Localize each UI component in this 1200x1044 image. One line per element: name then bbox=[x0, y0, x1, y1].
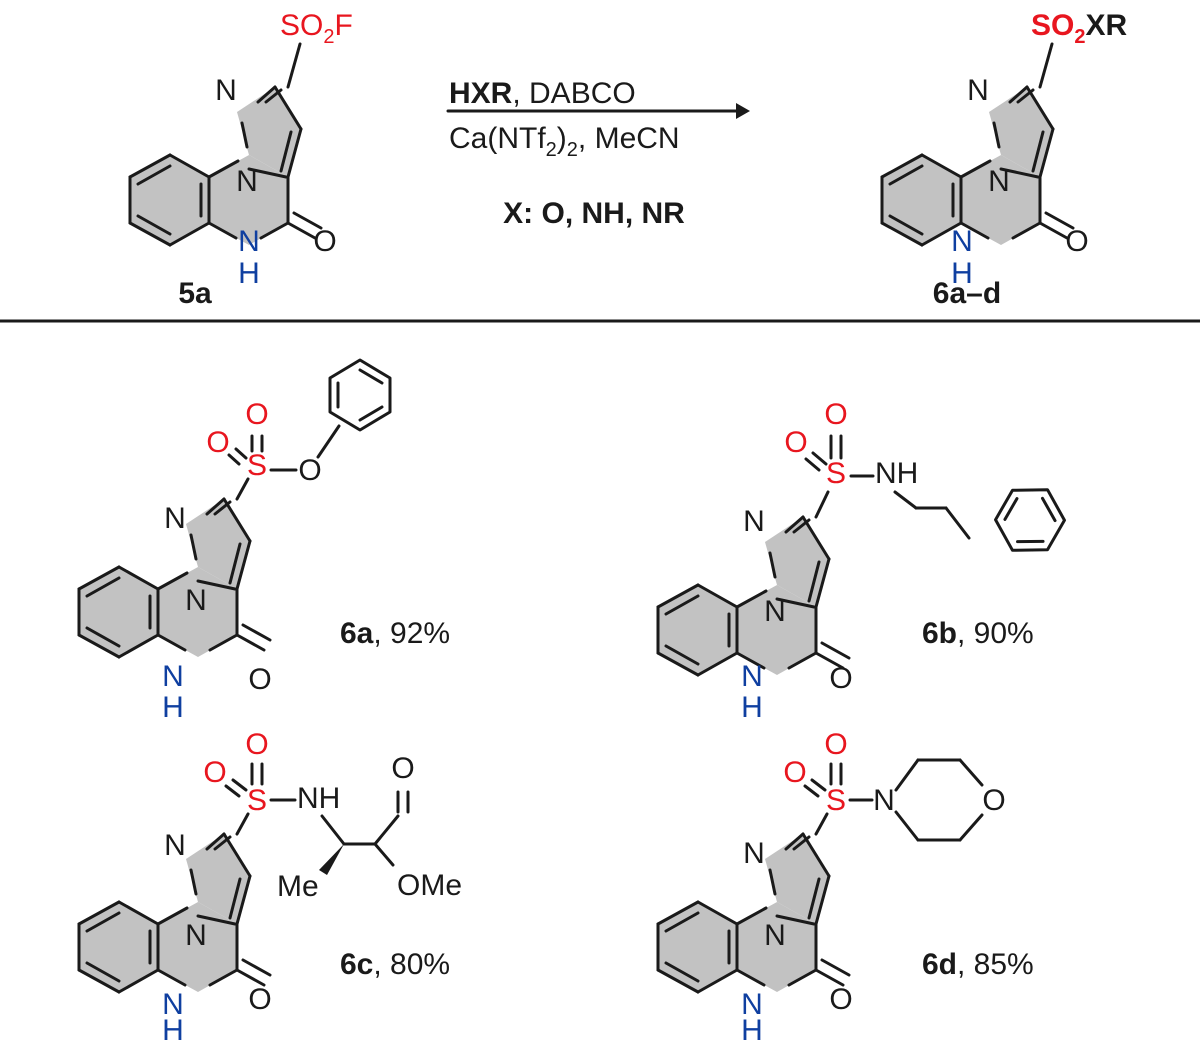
n9-atom-label: N bbox=[988, 165, 1010, 198]
carbonyl-o-label: O bbox=[1065, 225, 1088, 258]
sulfonyl-xr-group: SO2XR bbox=[1031, 9, 1127, 48]
stereo-wedge bbox=[319, 844, 344, 875]
starting-material-5a: N N N H O SO2F 5a bbox=[128, 9, 353, 310]
carbonyl-o-label: O bbox=[248, 663, 271, 696]
sulfur-atom-label: S bbox=[826, 784, 846, 817]
sulfonyl-o-label: O bbox=[784, 426, 807, 459]
h5-atom-label: H bbox=[741, 691, 763, 724]
scope-note: X: O, NH, NR bbox=[503, 197, 685, 230]
sulfonyl-o-label: O bbox=[245, 398, 268, 431]
n1-atom-label: N bbox=[967, 74, 989, 107]
product-6d: N N N H O S O O N O 6d, 85% bbox=[656, 728, 1034, 1044]
n5-atom-label: N bbox=[238, 225, 260, 258]
phenyl-ring bbox=[985, 473, 1075, 567]
methoxy-label: OMe bbox=[397, 869, 462, 902]
product-6a: N N N H O S O O O 6a, 92% bbox=[77, 358, 450, 724]
morpholine-o-label: O bbox=[982, 784, 1005, 817]
n1-atom-label: N bbox=[743, 837, 765, 870]
general-product-6a-d: N N N H O SO2XR 6a–d bbox=[880, 9, 1127, 310]
ester-carbonyl-o-label: O bbox=[391, 752, 414, 785]
sulfonyl-o-label: O bbox=[245, 728, 268, 761]
nh-label: NH bbox=[297, 782, 340, 815]
h5-atom-label: H bbox=[741, 1014, 763, 1044]
morpholine-n-label: N bbox=[873, 784, 895, 817]
reaction-arrow: HXR, DABCO Ca(NTf2)2, MeCN X: O, NH, NR bbox=[446, 77, 750, 230]
h5-atom-label: H bbox=[162, 1014, 184, 1044]
ester-o-label: O bbox=[298, 454, 321, 487]
compound-label-5a: 5a bbox=[178, 277, 212, 310]
n5-atom-label: N bbox=[741, 988, 763, 1021]
n1-atom-label: N bbox=[164, 502, 186, 535]
sulfonyl-o-label: O bbox=[783, 756, 806, 789]
n5-atom-label: N bbox=[162, 660, 184, 693]
sulfur-atom-label: S bbox=[247, 784, 267, 817]
phenyl-ring bbox=[328, 358, 392, 432]
n1-atom-label: N bbox=[743, 505, 765, 538]
reagent-line: HXR, DABCO bbox=[449, 77, 636, 110]
n9-atom-label: N bbox=[236, 165, 258, 198]
sulfur-atom-label: S bbox=[826, 457, 846, 490]
n1-atom-label: N bbox=[164, 829, 186, 862]
n9-atom-label: N bbox=[764, 919, 786, 952]
n1-atom-label: N bbox=[215, 74, 237, 107]
carbonyl-o-label: O bbox=[829, 983, 852, 1016]
product-6c: N N N H O S O O NH Me O OMe 6c, 80% bbox=[77, 728, 462, 1044]
h5-atom-label: H bbox=[951, 257, 973, 290]
compound-label-6b: 6b, 90% bbox=[922, 617, 1034, 650]
carbonyl-o-label: O bbox=[313, 225, 336, 258]
sulfur-atom-label: S bbox=[247, 449, 267, 482]
n9-atom-label: N bbox=[185, 584, 207, 617]
sulfonyl-o-label: O bbox=[824, 398, 847, 431]
h5-atom-label: H bbox=[162, 691, 184, 724]
compound-label-6c: 6c, 80% bbox=[340, 948, 450, 981]
n5-atom-label: N bbox=[162, 988, 184, 1021]
carbonyl-o-label: O bbox=[248, 983, 271, 1016]
product-6b: N N N H O S O O NH 6b, 90% bbox=[656, 398, 1075, 724]
n5-atom-label: N bbox=[951, 225, 973, 258]
n5-atom-label: N bbox=[741, 660, 763, 693]
carbonyl-o-label: O bbox=[829, 662, 852, 695]
methyl-label: Me bbox=[277, 870, 319, 903]
sulfonyl-o-label: O bbox=[203, 756, 226, 789]
n9-atom-label: N bbox=[185, 919, 207, 952]
n9-atom-label: N bbox=[764, 595, 786, 628]
h5-atom-label: H bbox=[238, 257, 260, 290]
sulfonyl-o-label: O bbox=[206, 426, 229, 459]
nh-label: NH bbox=[875, 457, 918, 490]
compound-label-6d: 6d, 85% bbox=[922, 948, 1034, 981]
compound-label-6a: 6a, 92% bbox=[340, 617, 450, 650]
compound-label-6a-d: 6a–d bbox=[933, 277, 1001, 310]
sulfonyl-o-label: O bbox=[824, 728, 847, 761]
conditions-line: Ca(NTf2)2, MeCN bbox=[449, 122, 680, 161]
sulfonyl-fluoride-group: SO2F bbox=[280, 9, 353, 48]
